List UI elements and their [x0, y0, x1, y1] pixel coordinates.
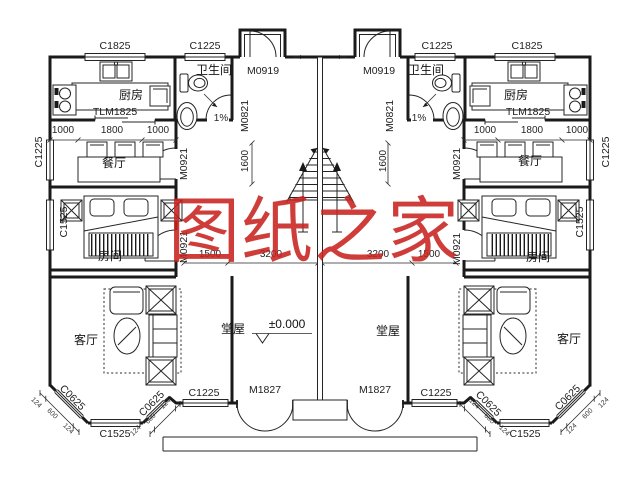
left-unit-drawing: [39, 28, 321, 437]
dim-text: 1600: [240, 149, 251, 173]
window-code: C1225: [189, 39, 221, 52]
watermark: 图纸之家: [168, 189, 461, 273]
dim-text: 3200: [259, 249, 283, 260]
window-code: C1225: [188, 386, 220, 399]
door-code: M1827: [358, 383, 392, 396]
center-elements: [162, 55, 478, 452]
room-label-kitchen: 厨房: [118, 88, 144, 102]
bath-fixtures: [176, 73, 218, 130]
door-code: M0919: [362, 64, 396, 77]
dim-text: 1000: [146, 125, 170, 136]
dim-text: 1000: [51, 125, 75, 136]
door-code: M0921: [177, 147, 190, 181]
dim-text: 1500: [417, 249, 441, 260]
window-code: C1525: [509, 427, 541, 440]
entry-center-pier: [292, 399, 348, 421]
door-code: M0821: [238, 99, 251, 133]
bed: [60, 195, 183, 259]
window-code: C1225: [421, 39, 453, 52]
window-code: C1525: [573, 206, 586, 238]
front-steps: [162, 436, 478, 452]
window-code: C1525: [57, 206, 70, 238]
window-code: C1825: [511, 39, 543, 52]
window-code: C1225: [420, 386, 452, 399]
room-label-living: 客厅: [556, 332, 582, 346]
room-label-dining: 餐厅: [101, 156, 127, 170]
dim-text: 1000: [565, 125, 589, 136]
slope-label: 1%: [213, 113, 229, 124]
dim-text: 1600: [378, 149, 389, 173]
bath-door-swing: [205, 94, 232, 121]
door-code: TLM1825: [505, 105, 551, 118]
elevation-triangle: [255, 333, 270, 344]
room-label-bathroom: 卫生间: [407, 63, 445, 77]
dim-text: 1800: [100, 125, 124, 136]
window-code: C1225: [32, 136, 45, 168]
dim-text: 1800: [520, 125, 544, 136]
window-code: C1525: [99, 427, 131, 440]
back-porch-left: [238, 28, 287, 57]
slope-label: 1%: [411, 113, 427, 124]
door-code: M0821: [383, 99, 396, 133]
door-code: TLM1825: [92, 105, 138, 118]
window-code: C1825: [99, 39, 131, 52]
dining-furniture: [77, 141, 164, 183]
door-code: M0921: [450, 147, 463, 181]
room-label-hall: 堂屋: [375, 324, 401, 338]
room-label-bedroom: 房间: [525, 250, 551, 264]
door-code: M0919: [246, 64, 280, 77]
entry-door-swing: [236, 400, 294, 432]
sliding-door-symbol: [94, 115, 156, 125]
room-label-bathroom: 卫生间: [195, 63, 233, 77]
room-label-kitchen: 厨房: [503, 88, 529, 102]
staircase: [285, 146, 318, 233]
elevation-label: ±0.000: [268, 317, 306, 331]
kitchen-fixtures: [52, 61, 171, 116]
window-code: C1225: [599, 136, 612, 168]
dim-text: 3200: [366, 249, 390, 260]
sofa-set: [103, 285, 182, 386]
dimension-lines: [39, 137, 321, 437]
dim-text: 1500: [198, 249, 222, 260]
room-label-bedroom: 房间: [97, 249, 123, 263]
dim-text: 1000: [473, 125, 497, 136]
room-label-living: 客厅: [73, 333, 99, 347]
door-code: M1827: [248, 383, 282, 396]
back-door-swing: [249, 30, 277, 58]
room-label-dining: 餐厅: [517, 154, 543, 168]
room-label-hall: 堂屋: [220, 322, 246, 336]
